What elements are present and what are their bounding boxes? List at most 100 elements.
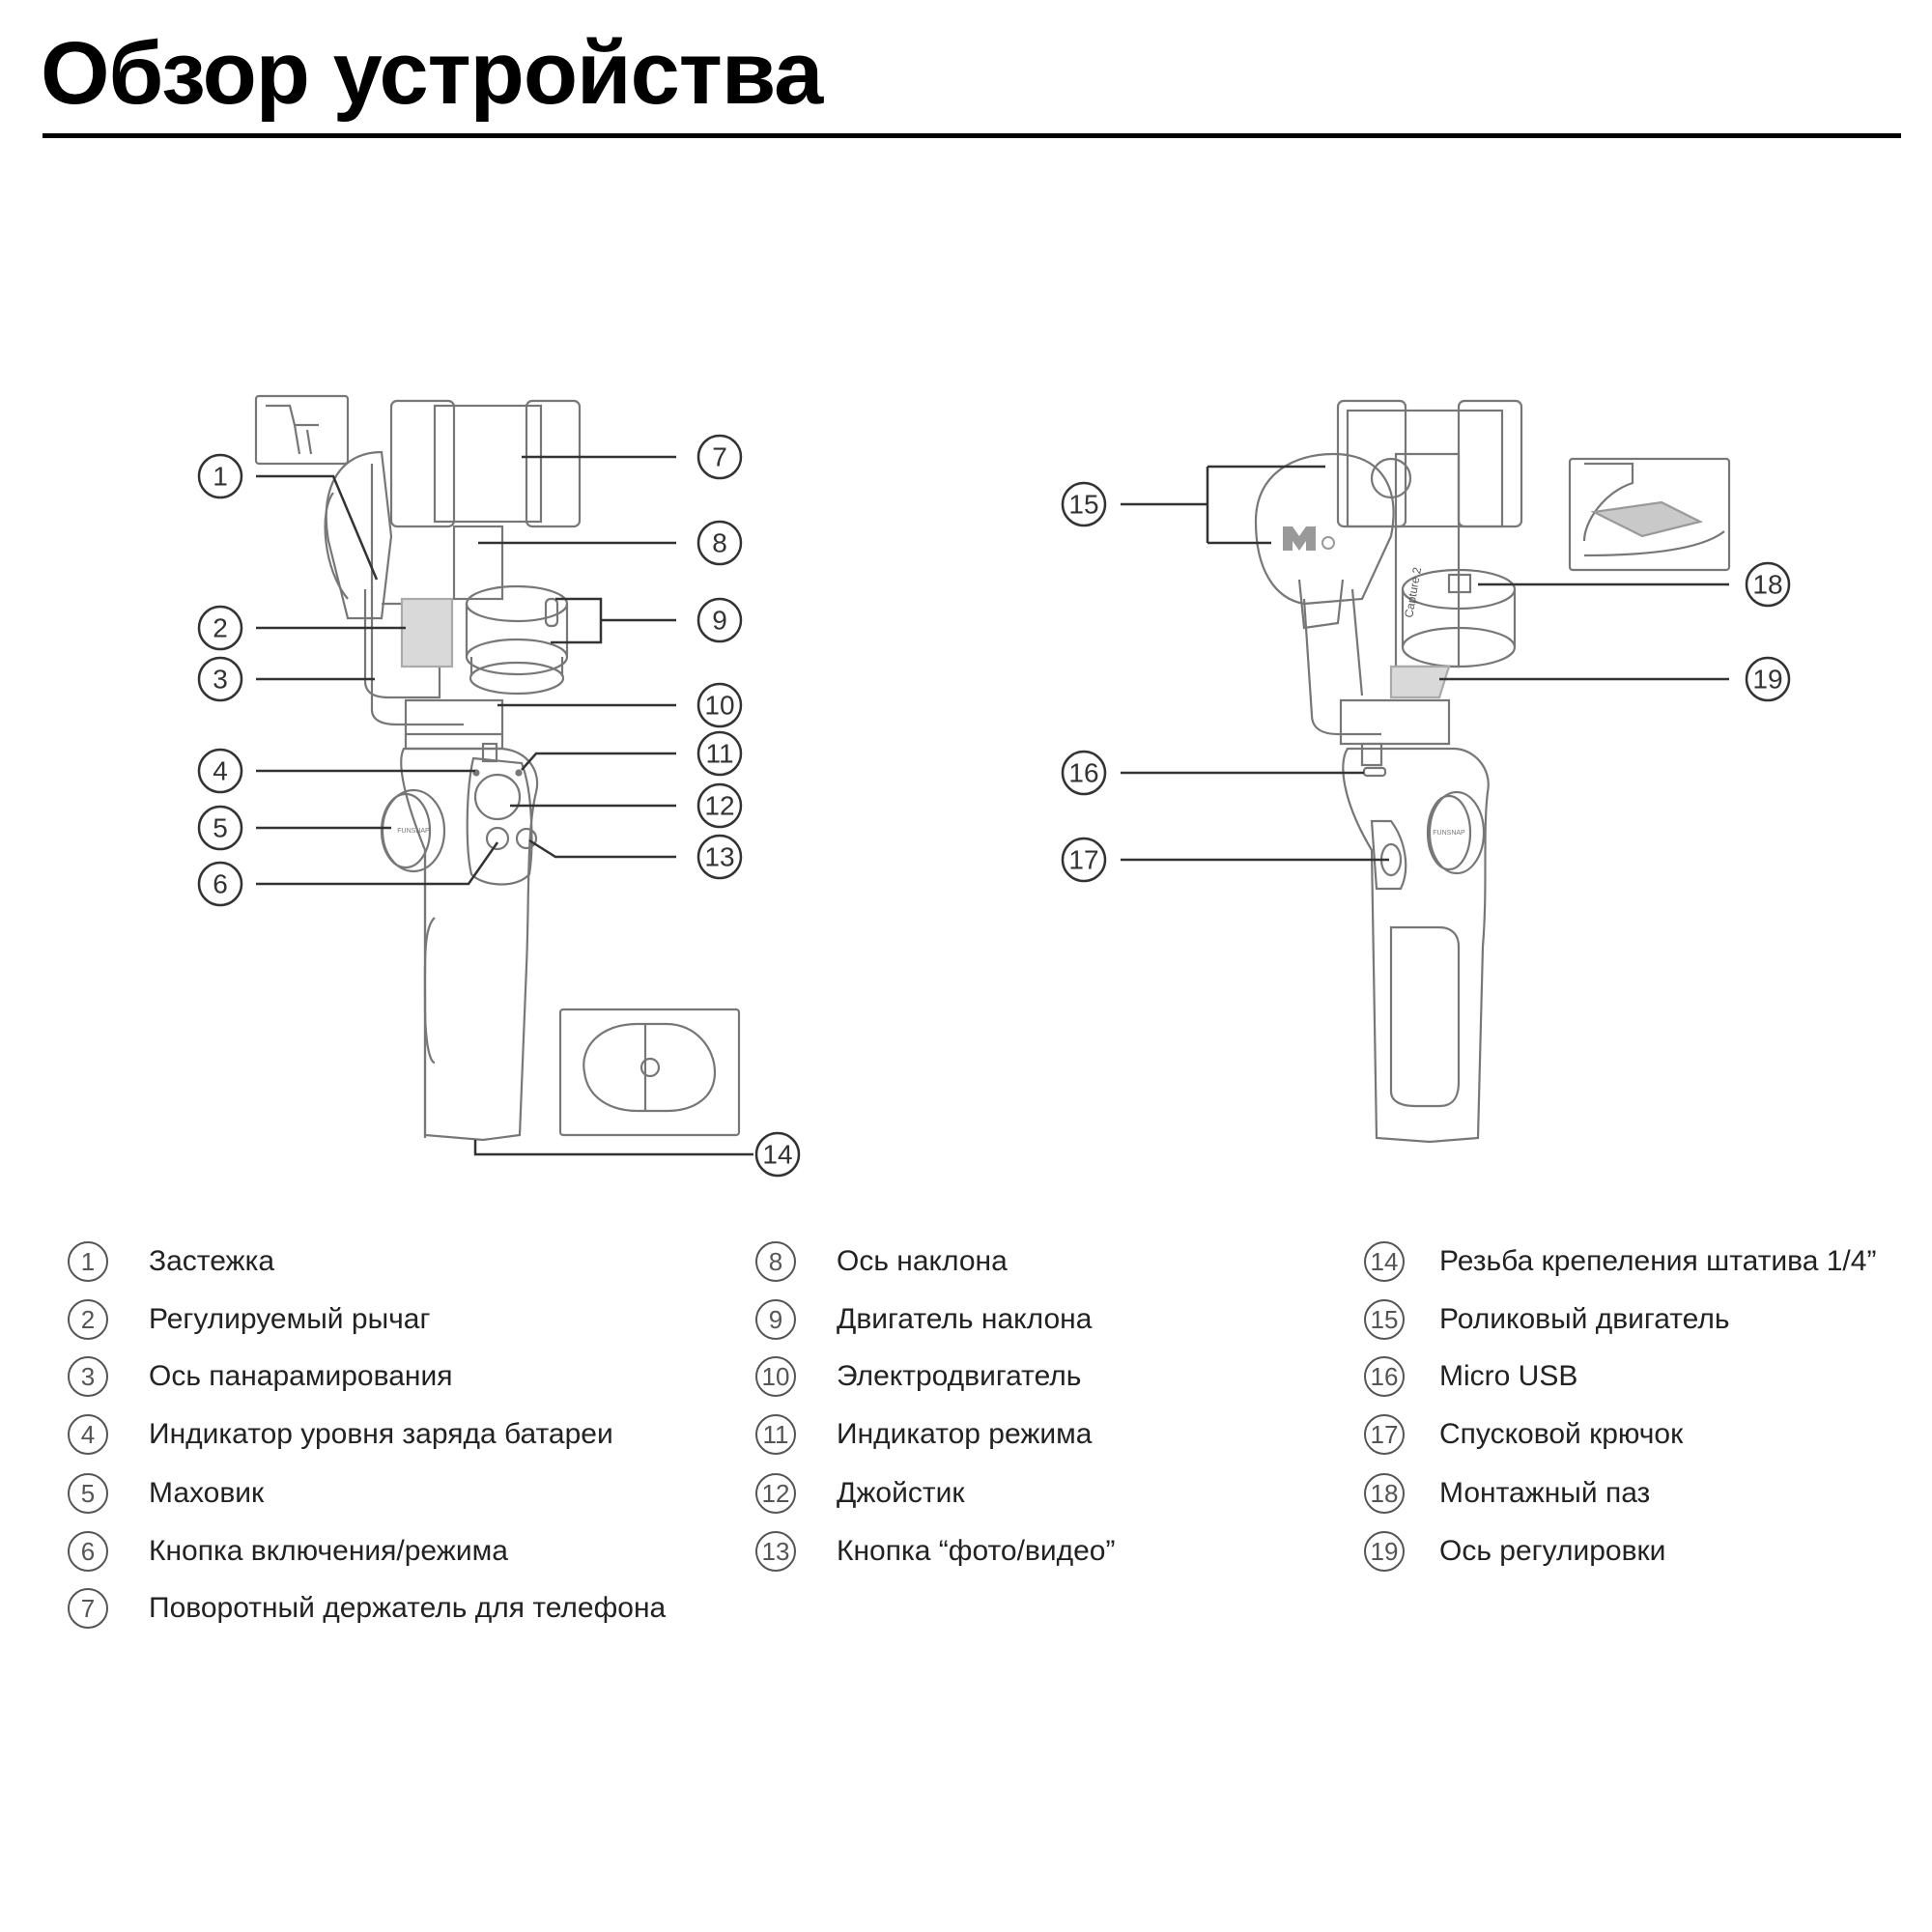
callout-16-circle <box>1061 750 1107 796</box>
adjustable-arm <box>363 589 441 699</box>
legend-label: Поворотный держатель для телефона <box>149 1592 667 1624</box>
callout-3: 3 <box>213 665 228 695</box>
page-title: Обзор устройства <box>41 24 823 123</box>
legend-number: 17 <box>1364 1414 1405 1455</box>
legend-number: 15 <box>1364 1299 1405 1340</box>
joystick <box>473 773 522 821</box>
callout-5-circle <box>197 805 243 851</box>
callout-17: 17 <box>1068 845 1098 875</box>
roll-motor <box>1254 452 1395 606</box>
legend-item: 6 Кнопка включения/режима <box>68 1531 508 1572</box>
legend-number: 19 <box>1364 1531 1405 1572</box>
legend-item: 1 Застежка <box>68 1241 274 1282</box>
legend-label: Двигатель наклона <box>837 1303 1093 1335</box>
legend-number: 11 <box>755 1414 796 1455</box>
legend-item: 16 Micro USB <box>1364 1356 1577 1397</box>
callout-7: 7 <box>712 442 727 472</box>
callout-14: 14 <box>762 1140 792 1170</box>
tilt-motor-top <box>465 584 569 623</box>
legend-label: Роликовый двигатель <box>1439 1303 1730 1335</box>
callout-3-circle <box>197 656 243 702</box>
legend-number: 1 <box>68 1241 108 1282</box>
legend-label: Электродвигатель <box>837 1360 1082 1392</box>
phone-holder-back <box>1346 409 1504 528</box>
legend-number: 6 <box>68 1531 108 1572</box>
callout-2-circle <box>197 605 243 651</box>
legend-item: 7 Поворотный держатель для телефона <box>68 1588 666 1629</box>
legend-item: 15 Роликовый двигатель <box>1364 1299 1729 1340</box>
callout-5: 5 <box>213 813 228 843</box>
callout-2: 2 <box>213 613 228 643</box>
legend-number: 10 <box>755 1356 796 1397</box>
pan-motor <box>404 698 504 736</box>
control-panel <box>466 756 533 886</box>
grip-pad <box>1389 925 1461 1108</box>
legend-item: 9 Двигатель наклона <box>755 1299 1092 1340</box>
tripod-thread-inset <box>558 1008 741 1137</box>
wheel-brand-label-back: FUNSNAP <box>1433 830 1465 837</box>
legend-label: Индикатор уровня заряда батареи <box>149 1418 613 1450</box>
legend-item: 14 Резьба крепеления штатива 1/4” <box>1364 1241 1876 1282</box>
callout-18-circle <box>1745 561 1791 608</box>
callout-8-circle <box>696 520 743 566</box>
legend-label: Резьба крепеления штатива 1/4” <box>1439 1245 1877 1277</box>
legend-number: 8 <box>755 1241 796 1282</box>
adjustable-arm-shade <box>400 597 454 668</box>
callout-19: 19 <box>1752 665 1782 695</box>
callout-6: 6 <box>213 869 228 899</box>
mount-slot-inset <box>1568 457 1731 572</box>
legend-label: Ось наклона <box>837 1245 1008 1277</box>
callout-numbers: 1 2 3 4 5 6 7 8 9 10 11 12 13 14 15 16 1… <box>213 442 1782 1170</box>
callout-10-circle <box>696 682 743 728</box>
legend-label: Спусковой крючок <box>1439 1418 1684 1450</box>
roll-arm <box>325 450 393 620</box>
legend-label: Маховик <box>149 1477 265 1509</box>
callout-4: 4 <box>213 756 228 786</box>
legend-item: 17 Спусковой крючок <box>1364 1414 1683 1455</box>
legend-item: 11 Индикатор режима <box>755 1414 1092 1455</box>
wheel-back <box>1428 790 1486 875</box>
gimbal-front-illustration <box>254 394 741 1142</box>
phone-clamp-right-back <box>1457 399 1523 528</box>
legend-item: 8 Ось наклона <box>755 1241 1008 1282</box>
legend-label: Micro USB <box>1439 1360 1578 1392</box>
callout-circles <box>197 434 1791 1178</box>
callout-4-circle <box>197 748 243 794</box>
pan-motor-back <box>1339 698 1451 746</box>
callout-7-circle <box>696 434 743 480</box>
adjust-axis-shade <box>1389 665 1451 699</box>
callout-1: 1 <box>213 462 228 492</box>
legend-number: 12 <box>755 1473 796 1514</box>
legend-number: 18 <box>1364 1473 1405 1514</box>
phone-clamp-left <box>389 399 456 528</box>
legend-number: 14 <box>1364 1241 1405 1282</box>
legend-label: Ось панарамирования <box>149 1360 453 1392</box>
legend-item: 18 Монтажный паз <box>1364 1473 1650 1514</box>
callout-13-circle <box>696 834 743 880</box>
callout-11: 11 <box>705 739 733 769</box>
callout-10: 10 <box>704 691 734 721</box>
callout-16: 16 <box>1068 758 1098 788</box>
back-arm <box>1302 598 1381 736</box>
callout-12: 12 <box>704 791 734 821</box>
legend-label: Кнопка включения/режима <box>149 1535 508 1567</box>
usb-port <box>1362 766 1387 778</box>
trigger <box>1370 819 1407 891</box>
shutter-button <box>515 827 538 850</box>
handle-body <box>400 747 539 1142</box>
legend-number: 7 <box>68 1588 108 1629</box>
legend-label: Кнопка “фото/видео” <box>837 1535 1116 1567</box>
callout-9: 9 <box>712 606 727 636</box>
legend-number: 4 <box>68 1414 108 1455</box>
clasp-inset <box>254 394 350 466</box>
legend-item: 19 Ось регулировки <box>1364 1531 1665 1572</box>
callout-18: 18 <box>1752 570 1782 600</box>
legend-item: 12 Джойстик <box>755 1473 964 1514</box>
callout-9-circle <box>696 597 743 643</box>
callout-6-circle <box>197 861 243 907</box>
title-divider <box>43 133 1901 138</box>
legend-label: Джойстик <box>837 1477 965 1509</box>
legend-number: 2 <box>68 1299 108 1340</box>
legend-label: Ось регулировки <box>1439 1535 1666 1567</box>
